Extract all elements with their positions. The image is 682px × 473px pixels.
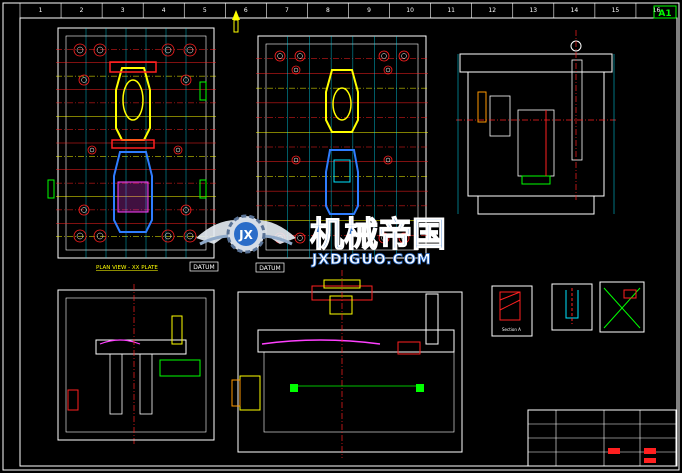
size-tag-box	[653, 5, 677, 19]
title-block[interactable]	[527, 409, 677, 467]
ruler-number: 8	[326, 7, 330, 14]
bolt-hole-inner	[277, 53, 283, 59]
bolt-hole-inner	[297, 53, 303, 59]
plan-view-left[interactable]	[47, 27, 216, 259]
bolt-hole	[291, 155, 301, 165]
bolt-hole-inner	[183, 207, 189, 213]
bolt-hole	[294, 50, 306, 62]
plan-view-caption: PLAN VIEW - XX PLATE	[96, 265, 158, 271]
bolt-hole	[383, 155, 393, 165]
ruler-number: 10	[406, 7, 414, 14]
ruler-number: 7	[285, 7, 289, 14]
bolt-hole-inner	[381, 235, 387, 241]
bolt-hole	[378, 232, 390, 244]
bolt-hole-inner	[164, 46, 172, 54]
bolt-hole-inner	[96, 232, 104, 240]
bolt-hole-inner	[175, 147, 181, 153]
bolt-hole-inner	[96, 46, 104, 54]
ruler-number: 12	[488, 7, 496, 14]
bolt-hole-inner	[186, 232, 194, 240]
bolt-hole	[294, 232, 306, 244]
ruler-number: 14	[571, 7, 579, 14]
bolt-hole-inner	[186, 46, 194, 54]
ruler-number: 2	[80, 7, 84, 14]
bolt-hole-inner	[297, 235, 303, 241]
ruler-number: 15	[612, 7, 620, 14]
bolt-hole	[78, 204, 90, 216]
ruler-number: 11	[447, 7, 455, 14]
section-view-bottom-left[interactable]	[57, 284, 215, 446]
bolt-hole	[161, 229, 175, 243]
bolt-hole-inner	[385, 67, 391, 73]
watermark: JX 机械帝国 JXDIGUO.COM	[196, 214, 447, 268]
detail-section-a[interactable]: Section A	[491, 285, 533, 337]
bolt-hole	[398, 232, 410, 244]
bolt-hole	[180, 74, 192, 86]
detail-c[interactable]	[599, 281, 645, 333]
ruler-number: 16	[653, 7, 661, 14]
detail-b[interactable]	[551, 283, 593, 331]
bolt-hole-inner	[81, 207, 87, 213]
bolt-hole	[73, 229, 87, 243]
ruler-number: 9	[367, 7, 371, 14]
bolt-hole	[161, 43, 175, 57]
bolt-hole-inner	[81, 77, 87, 83]
watermark-url: JXDIGUO.COM	[311, 252, 432, 268]
bolt-hole-inner	[76, 46, 84, 54]
side-view-top-right[interactable]	[456, 30, 616, 215]
bolt-hole	[173, 145, 183, 155]
size-tag: A1	[658, 9, 671, 19]
arrow-up-icon	[232, 10, 240, 33]
bolt-hole	[183, 229, 197, 243]
datum-left-label: DATUM	[193, 264, 214, 271]
datum-left-box	[189, 261, 219, 272]
bolt-hole	[274, 50, 286, 62]
ruler-number: 6	[244, 7, 248, 14]
datum-right-box	[255, 262, 285, 273]
bolt-hole	[378, 50, 390, 62]
ruler-number: 13	[529, 7, 537, 14]
bolt-hole	[180, 204, 192, 216]
bolt-hole-inner	[183, 77, 189, 83]
bolt-hole-inner	[164, 232, 172, 240]
watermark-title: 机械帝国	[310, 215, 446, 255]
bolt-hole-inner	[293, 67, 299, 73]
section-view-bottom-middle[interactable]	[231, 270, 463, 458]
bolt-hole-inner	[385, 157, 391, 163]
detail-section-label: Section A	[502, 327, 521, 332]
bolt-hole-inner	[89, 147, 95, 153]
bolt-hole	[291, 65, 301, 75]
ruler-number: 5	[203, 7, 207, 14]
bolt-hole-inner	[401, 53, 407, 59]
bolt-hole	[73, 43, 87, 57]
bolt-hole-inner	[293, 157, 299, 163]
bolt-hole	[93, 43, 107, 57]
ruler-number: 1	[39, 7, 43, 14]
bolt-hole	[183, 43, 197, 57]
bolt-hole-inner	[381, 53, 387, 59]
watermark-monogram: JX	[238, 228, 253, 242]
ruler-number: 4	[162, 7, 166, 14]
bolt-hole	[383, 65, 393, 75]
bolt-hole	[78, 74, 90, 86]
bolt-hole-inner	[401, 235, 407, 241]
bolt-hole	[93, 229, 107, 243]
plan-view-right[interactable]	[256, 35, 428, 259]
datum-right-label: DATUM	[259, 265, 280, 272]
gear-icon	[226, 214, 266, 254]
ruler-number: 3	[121, 7, 125, 14]
bolt-hole	[398, 50, 410, 62]
bolt-hole	[87, 145, 97, 155]
bolt-hole-inner	[76, 232, 84, 240]
